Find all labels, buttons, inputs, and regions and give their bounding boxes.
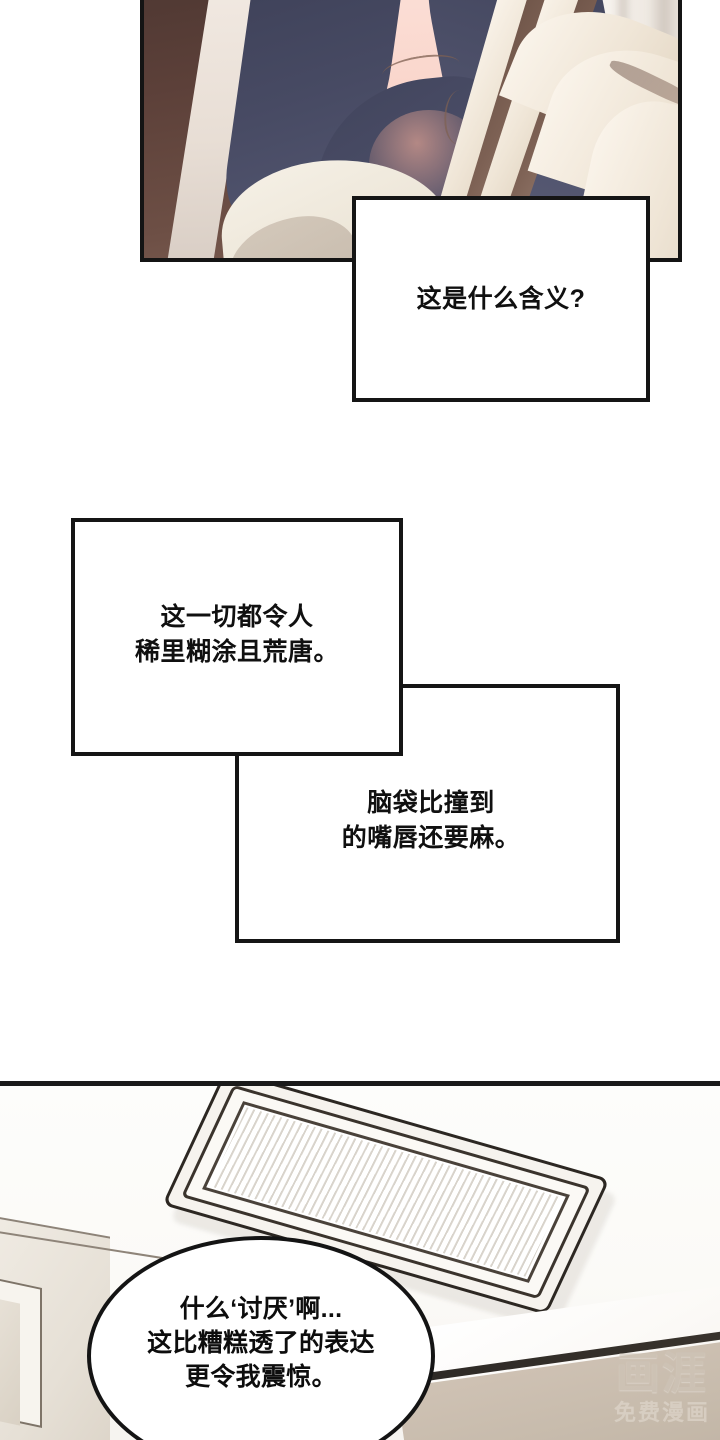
- speech-bubble: 什么‘讨厌’啊... 这比糟糕透了的表达 更令我震惊。: [87, 1236, 435, 1440]
- caption-text-1: 这是什么含义?: [416, 284, 586, 313]
- panel-top: [140, 0, 682, 262]
- door-frame-inner: [0, 1296, 20, 1426]
- caption-text-2-lower: 脑袋比撞到 的嘴唇还要麻。: [341, 789, 521, 852]
- caption-box-1: 这是什么含义?: [352, 196, 650, 402]
- caption-text-2-upper: 这一切都令人 稀里糊涂且荒唐。: [134, 603, 339, 666]
- caption-corner-mask: [239, 522, 399, 752]
- speech-bubble-text: 什么‘讨厌’啊... 这比糟糕透了的表达 更令我震惊。: [147, 1295, 375, 1391]
- stepped-caption-group: 这一切都令人 稀里糊涂且荒唐。 脑袋比撞到 的嘴唇还要麻。: [71, 518, 620, 943]
